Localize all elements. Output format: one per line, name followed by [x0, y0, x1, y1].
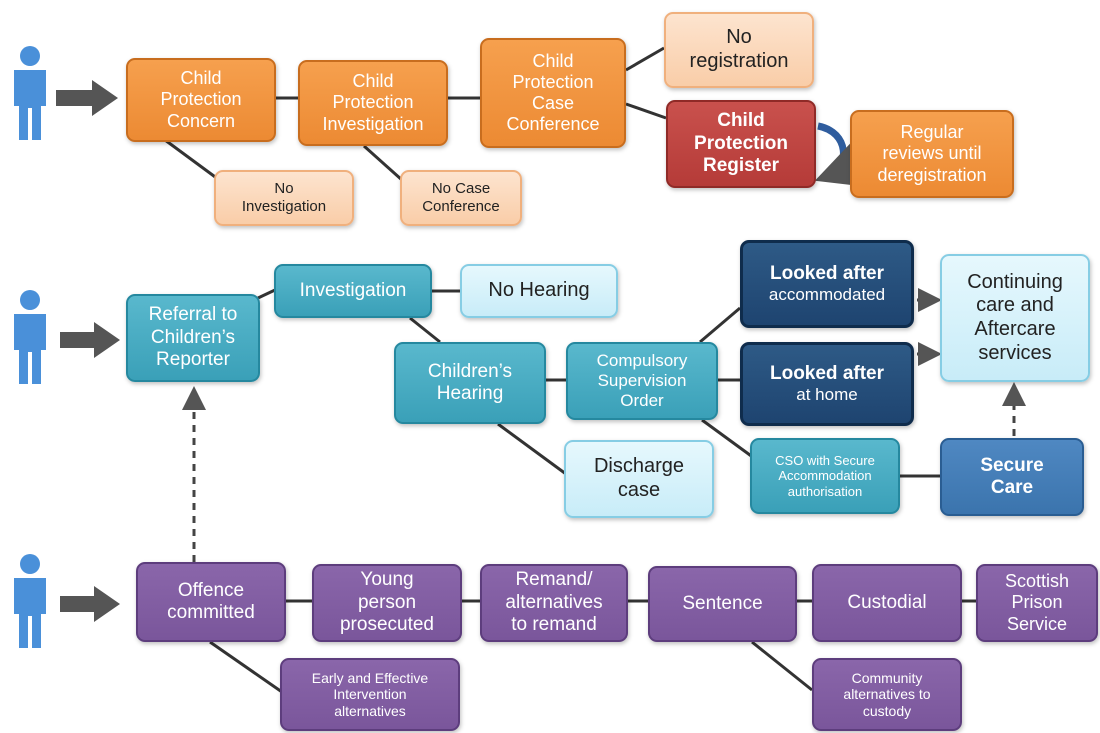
person-icon	[14, 554, 46, 648]
connector-line	[362, 144, 404, 182]
child-protection-investigation-node: Child Protection Investigation	[298, 60, 448, 146]
secure-care-node: Secure Care	[940, 438, 1084, 516]
no-case-conference-node: No Case Conference	[400, 170, 522, 226]
looked-after-accommodated-sub: accommodated	[768, 285, 886, 305]
regular-reviews-node: Regular reviews until deregistration	[850, 110, 1014, 198]
continuing-care-node: Continuing care and Aftercare services	[940, 254, 1090, 382]
connector-line	[257, 288, 276, 300]
case-conference-node: Child Protection Case Conference	[480, 38, 626, 148]
right-arrow-icon	[60, 322, 120, 358]
looked-after-at-home-title: Looked after	[769, 362, 885, 384]
looked-after-at-home-node: Looked after at home	[740, 342, 914, 426]
child-protection-register-node: Child Protection Register	[666, 100, 816, 188]
connector-line	[699, 306, 741, 344]
young-person-prosecuted-node: Young person prosecuted	[312, 564, 462, 642]
looked-after-at-home-sub: at home	[796, 385, 858, 405]
connector-line	[497, 422, 567, 476]
connector-line	[751, 640, 813, 692]
connector-line	[701, 418, 755, 460]
right-arrow-icon	[60, 586, 120, 622]
community-alternatives-node: Community alternatives to custody	[812, 658, 962, 731]
connector-line	[164, 138, 223, 184]
childrens-hearing-node: Children’s Hearing	[394, 342, 546, 424]
custodial-node: Custodial	[812, 564, 962, 642]
connector-line	[625, 46, 665, 72]
investigation-node: Investigation	[274, 264, 432, 318]
connector-line	[409, 316, 441, 344]
offence-committed-node: Offence committed	[136, 562, 286, 642]
person-icon	[14, 46, 46, 140]
connector-line	[625, 102, 667, 120]
discharge-case-node: Discharge case	[564, 440, 714, 518]
referral-node: Referral to Children’s Reporter	[126, 294, 260, 382]
connector-line	[209, 640, 283, 694]
child-protection-concern-node: Child Protection Concern	[126, 58, 276, 142]
circular-arrow-icon	[814, 122, 878, 188]
cso-secure-accommodation-node: CSO with Secure Accommodation authorisat…	[750, 438, 900, 514]
no-hearing-node: No Hearing	[460, 264, 618, 318]
scottish-prison-service-node: Scottish Prison Service	[976, 564, 1098, 642]
early-intervention-node: Early and Effective Intervention alterna…	[280, 658, 460, 731]
remand-node: Remand/ alternatives to remand	[480, 564, 628, 642]
right-arrow-icon	[56, 80, 118, 116]
no-registration-node: No registration	[664, 12, 814, 88]
looked-after-accommodated-title: Looked after	[769, 262, 885, 284]
person-icon	[14, 290, 46, 384]
sentence-node: Sentence	[648, 566, 797, 642]
compulsory-supervision-order-node: Compulsory Supervision Order	[566, 342, 718, 420]
no-investigation-node: No Investigation	[214, 170, 354, 226]
looked-after-accommodated-node: Looked after accommodated	[740, 240, 914, 328]
